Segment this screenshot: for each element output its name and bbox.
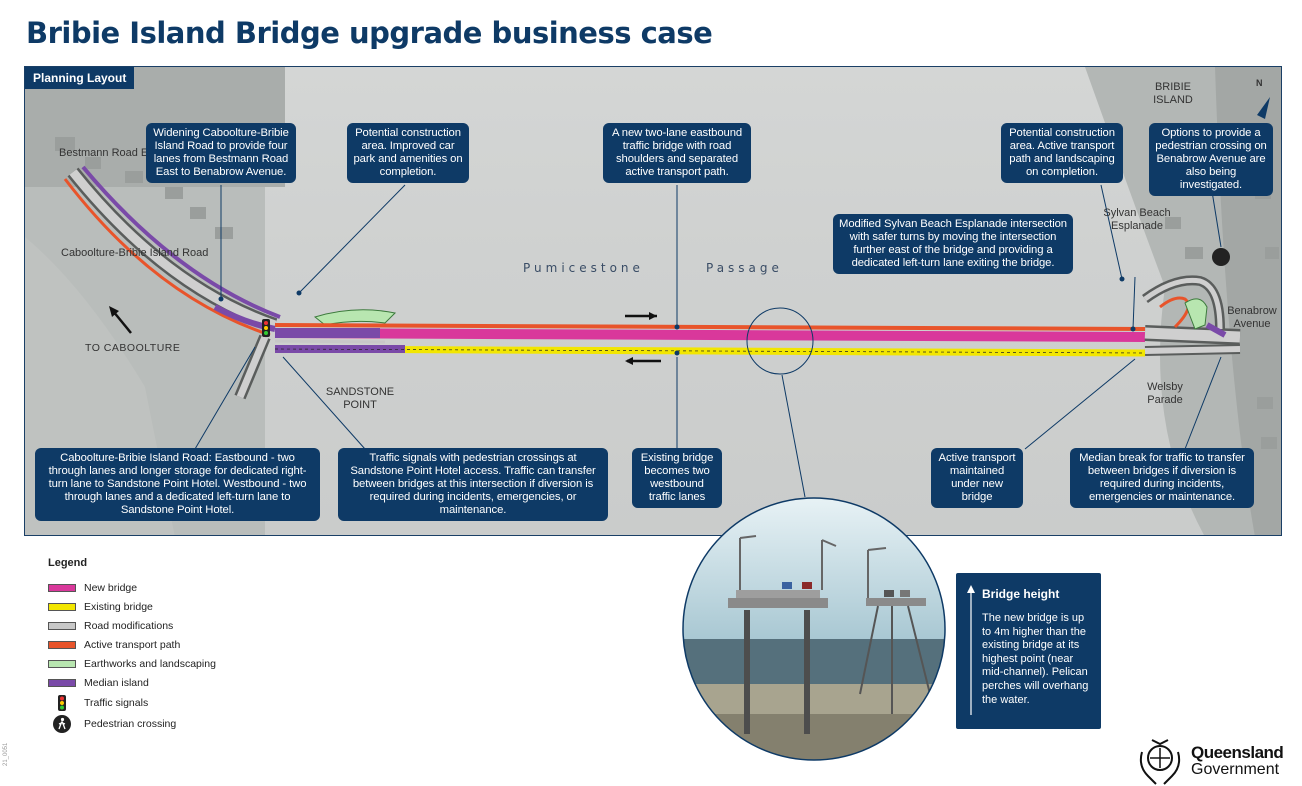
legend-label: Earthworks and landscaping: [84, 657, 216, 670]
legend: Legend New bridge Existing bridge Road m…: [48, 557, 216, 734]
legend-label: Traffic signals: [84, 696, 149, 709]
legend-item-active-transport: Active transport path: [48, 635, 216, 654]
callout-construction-path: Potential construction area. Active tran…: [1001, 123, 1123, 183]
callout-existing-bridge: Existing bridge becomes two westbound tr…: [632, 448, 722, 508]
legend-swatch: [48, 621, 76, 630]
legend-label: Existing bridge: [84, 600, 153, 613]
callout-new-bridge: A new two-lane eastbound traffic bridge …: [603, 123, 751, 183]
label-benabrow: Benabrow Avenue: [1227, 305, 1277, 330]
queensland-government-logo: Queensland Government: [1191, 743, 1284, 778]
callout-active-transport: Active transport maintained under new br…: [931, 448, 1023, 508]
pedestrian-icon: [48, 714, 76, 733]
legend-item-existing-bridge: Existing bridge: [48, 597, 216, 616]
logo-line2: Government: [1191, 761, 1280, 778]
legend-swatch: [48, 678, 76, 687]
legend-label: New bridge: [84, 581, 138, 594]
bridge-height-title: Bridge height: [982, 587, 1060, 601]
callout-median-break: Median break for traffic to transfer bet…: [1070, 448, 1254, 508]
callout-pedestrian-crossing: Options to provide a pedestrian crossing…: [1149, 123, 1273, 196]
label-pumicestone: Pumicestone: [523, 261, 644, 275]
legend-item-pedestrian-crossing: Pedestrian crossing: [48, 713, 216, 734]
label-welsby: Welsby Parade: [1147, 381, 1183, 406]
label-sandstone-point: SANDSTONE POINT: [325, 386, 395, 411]
label-caboolture-road: Caboolture-Bribie Island Road: [61, 247, 209, 259]
legend-swatch: [48, 640, 76, 649]
legend-label: Active transport path: [84, 638, 181, 651]
label-bribie-island: BRIBIE ISLAND: [1153, 81, 1193, 106]
north-label: N: [1256, 78, 1263, 88]
callout-widening: Widening Caboolture-Bribie Island Road t…: [146, 123, 296, 183]
callout-traffic-signals: Traffic signals with pedestrian crossing…: [338, 448, 608, 521]
bridge-height-panel: Bridge height The new bridge is up to 4m…: [956, 573, 1101, 729]
legend-item-road-modifications: Road modifications: [48, 616, 216, 635]
legend-label: Pedestrian crossing: [84, 717, 177, 730]
legend-title: Legend: [48, 557, 88, 569]
traffic-signal-icon: [48, 694, 76, 711]
legend-label: Road modifications: [84, 619, 174, 632]
callout-caboolture-lanes: Caboolture-Bribie Island Road: Eastbound…: [35, 448, 320, 521]
legend-item-traffic-signals: Traffic signals: [48, 692, 216, 713]
height-arrow-icon: [967, 585, 975, 715]
label-bestmann: Bestmann Road East: [59, 147, 163, 159]
legend-swatch: [48, 583, 76, 592]
map-tab: Planning Layout: [25, 67, 135, 89]
queensland-crest-logo: [1139, 739, 1181, 785]
legend-swatch: [48, 659, 76, 668]
document-id: 21_0051: [3, 742, 9, 766]
legend-item-earthworks: Earthworks and landscaping: [48, 654, 216, 673]
label-sylvan-beach: Sylvan Beach Esplanade: [1103, 207, 1171, 232]
legend-swatch: [48, 602, 76, 611]
bridge-cross-section: [682, 497, 946, 761]
callout-sylvan-intersection: Modified Sylvan Beach Esplanade intersec…: [833, 214, 1073, 274]
legend-item-median-island: Median island: [48, 673, 216, 692]
label-to-caboolture: TO CABOOLTURE: [85, 342, 181, 354]
planning-layout-map: Planning Layout Bestmann Road East Caboo…: [24, 66, 1282, 536]
legend-item-new-bridge: New bridge: [48, 578, 216, 597]
legend-label: Median island: [84, 676, 149, 689]
page-title: Bribie Island Bridge upgrade business ca…: [26, 16, 713, 50]
callout-construction-carpark: Potential construction area. Improved ca…: [347, 123, 469, 183]
bridge-height-body: The new bridge is up to 4m higher than t…: [982, 612, 1089, 706]
logo-line1: Queensland: [1191, 743, 1284, 762]
label-passage: Passage: [706, 261, 783, 275]
